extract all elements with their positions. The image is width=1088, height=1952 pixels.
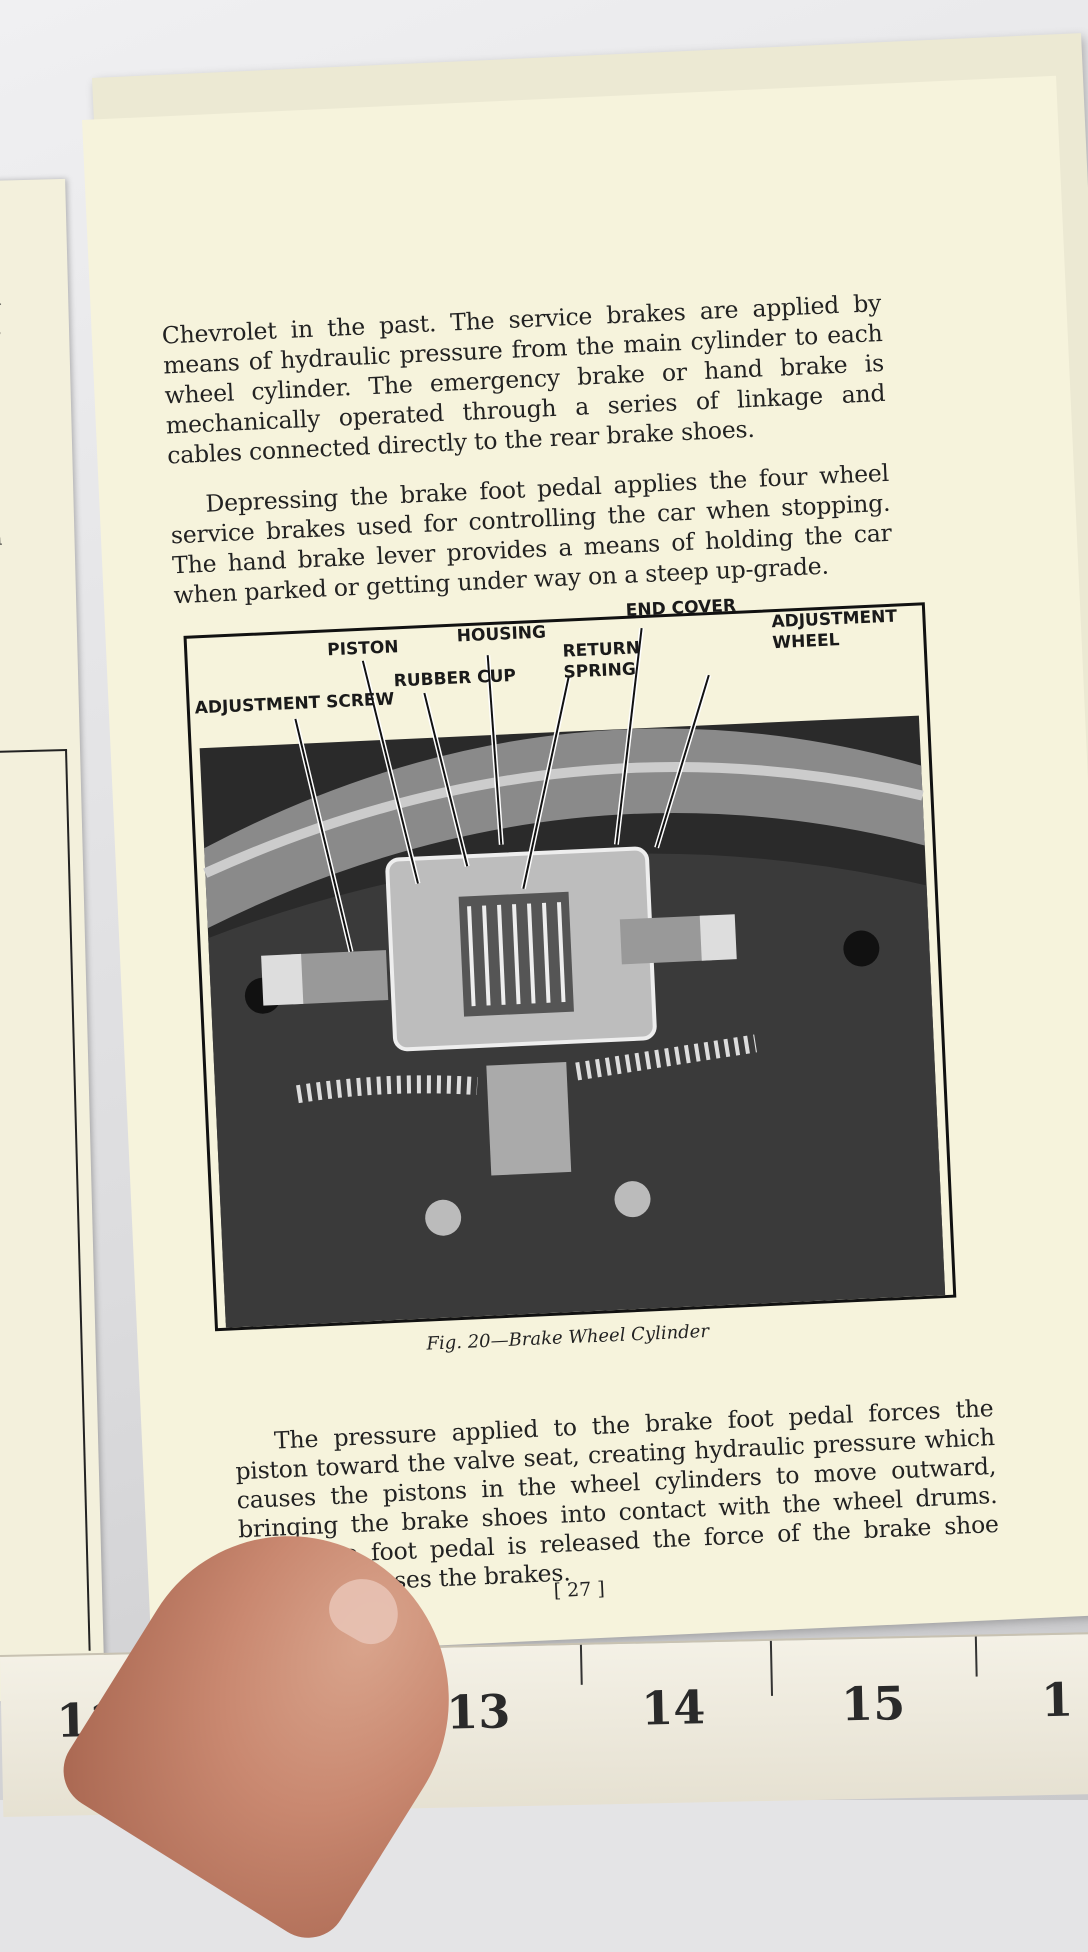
ruler-number: 13	[445, 1684, 511, 1740]
paragraph-2: Depressing the brake foot pedal applies …	[170, 458, 893, 609]
ruler-tick	[579, 1644, 583, 1685]
brake-wheel-cylinder-figure: ADJUSTMENT SCREW PISTON RUBBER CUP HOUSI…	[183, 596, 957, 1332]
brake-illustration	[199, 627, 946, 1328]
left-page-figure-border	[0, 749, 91, 1654]
book-page: Chevrolet in the past. The service brake…	[82, 75, 1088, 1659]
ruler-tick	[769, 1640, 774, 1696]
label-housing: HOUSING	[456, 622, 547, 647]
ruler-tick	[974, 1636, 978, 1677]
left-page-fragment: el	[0, 286, 2, 310]
ruler-number: 15	[840, 1676, 906, 1732]
left-page-fragment: e,	[0, 315, 3, 341]
label-adjustment-wheel: ADJUSTMENT WHEEL	[771, 606, 898, 654]
left-page-fragment: a.	[0, 256, 1, 280]
label-return-spring: RETURN SPRING	[562, 638, 641, 683]
paragraph-1: Chevrolet in the past. The service brake…	[161, 288, 886, 469]
ruler-number: 14	[640, 1680, 706, 1736]
left-page-fragment: n	[0, 525, 3, 550]
label-piston: PISTON	[326, 637, 400, 661]
ruler-number: 1	[1040, 1672, 1074, 1728]
